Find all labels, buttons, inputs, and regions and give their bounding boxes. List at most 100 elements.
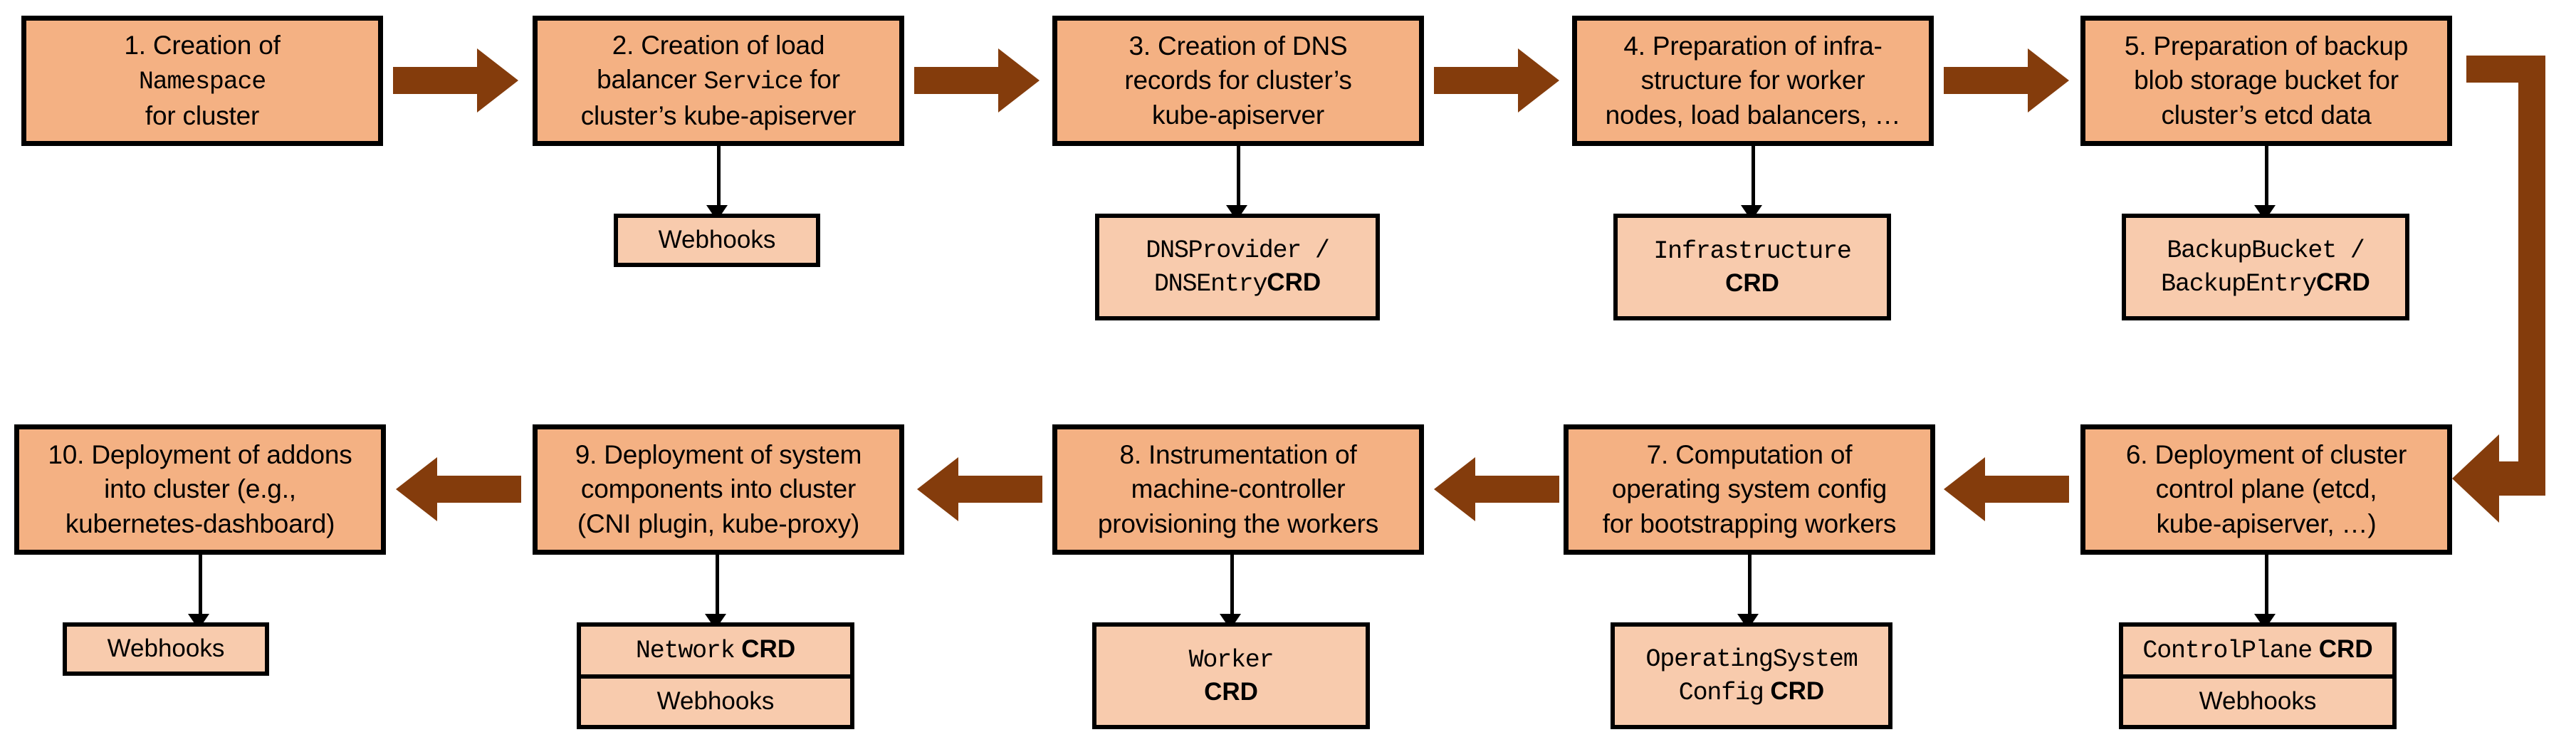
step-9-line-3: (CNI plugin, kube-proxy): [577, 508, 860, 538]
artifact-3-crd-text: DNSProvider / DNSEntryCRD: [1146, 234, 1330, 301]
step-box-3[interactable]: 3. Creation of DNS records for cluster’s…: [1052, 16, 1424, 146]
step-5-line-1: 5. Preparation of backup: [2124, 31, 2409, 61]
artifact-row-infrastructure-crd: Infrastructure CRD: [1618, 218, 1887, 316]
step-1-line-2: Namespace: [138, 68, 266, 97]
step-box-9[interactable]: 9. Deployment of system components into …: [533, 424, 904, 555]
artifact-box-webhooks-2[interactable]: Webhooks: [614, 214, 820, 267]
step-box-8[interactable]: 8. Instrumentation of machine-controller…: [1052, 424, 1424, 555]
artifact-row-worker-crd: Worker CRD: [1096, 627, 1366, 725]
artifact-box-osc-crd[interactable]: OperatingSystem Config CRD: [1611, 622, 1892, 729]
connector-step2-to-webhooks: [717, 146, 721, 210]
step-box-7[interactable]: 7. Computation of operating system confi…: [1564, 424, 1935, 555]
artifact-5-line-1: BackupBucket /: [2167, 236, 2365, 266]
connector-step8-to-crd: [1230, 555, 1234, 619]
step-7-line-1: 7. Computation of: [1646, 440, 1853, 470]
artifact-7-line-2: Config: [1678, 679, 1764, 707]
step-4-line-1: 4. Preparation of infra-: [1623, 31, 1883, 61]
step-2-line-3: cluster’s kube-apiserver: [580, 100, 857, 130]
artifact-6-webhooks-label: Webhooks: [2199, 687, 2317, 716]
step-10-text: 10. Deployment of addons into cluster (e…: [42, 438, 357, 540]
step-box-5[interactable]: 5. Preparation of backup blob storage bu…: [2080, 16, 2452, 146]
step-7-line-3: for bootstrapping workers: [1602, 508, 1897, 538]
artifact-6-crd-text: ControlPlane CRD: [2142, 634, 2372, 667]
artifact-box-webhooks-10[interactable]: Webhooks: [63, 622, 269, 676]
artifact-9-crd-tag: CRD: [741, 635, 796, 664]
step-box-10[interactable]: 10. Deployment of addons into cluster (e…: [14, 424, 386, 555]
step-box-4[interactable]: 4. Preparation of infra- structure for w…: [1572, 16, 1934, 146]
connector-step4-to-crd: [1752, 146, 1755, 210]
artifact-row-controlplane-webhooks: Webhooks: [2123, 674, 2392, 725]
step-2-line-2c: for: [802, 65, 840, 95]
step-1-line-1: 1. Creation of: [124, 31, 281, 61]
connector-step6-to-artifacts: [2265, 555, 2268, 619]
artifact-9-webhooks-label: Webhooks: [656, 687, 775, 716]
step-3-text: 3. Creation of DNS records for cluster’s…: [1119, 29, 1357, 132]
artifact-4-crd-tag: CRD: [1725, 269, 1779, 297]
connector-step7-to-crd: [1748, 555, 1752, 619]
flow-arrow-4-to-5: [1944, 48, 2069, 113]
connector-step9-to-artifacts: [716, 555, 719, 619]
artifact-7-crd-tag: CRD: [1770, 677, 1825, 705]
step-8-line-2: machine-controller: [1131, 474, 1346, 504]
artifact-7-crd-text: OperatingSystem Config CRD: [1645, 642, 1858, 709]
step-7-line-2: operating system config: [1611, 474, 1888, 504]
step-3-line-3: kube-apiserver: [1152, 100, 1324, 130]
artifact-box-dns-crd[interactable]: DNSProvider / DNSEntryCRD: [1095, 214, 1380, 320]
artifact-9-crd-text: Network CRD: [636, 634, 795, 667]
step-4-text: 4. Preparation of infra- structure for w…: [1600, 29, 1907, 132]
step-box-1[interactable]: 1. Creation of Namespace for cluster: [21, 16, 383, 146]
flow-arrow-2-to-3: [914, 48, 1040, 113]
artifact-row-backup-crd: BackupBucket / BackupEntryCRD: [2126, 218, 2405, 316]
artifact-3-crd-tag: CRD: [1267, 268, 1321, 296]
artifact-box-controlplane[interactable]: ControlPlane CRD Webhooks: [2119, 622, 2397, 729]
artifact-4-line-1: Infrastructure: [1653, 237, 1851, 266]
artifact-8-crd-tag: CRD: [1204, 678, 1258, 706]
artifact-4-crd-text: Infrastructure CRD: [1653, 234, 1851, 300]
step-1-text: 1. Creation of Namespace for cluster: [118, 28, 286, 133]
step-2-line-2a: balancer: [597, 65, 704, 95]
artifact-row-controlplane-crd: ControlPlane CRD: [2123, 627, 2392, 674]
step-box-6[interactable]: 6. Deployment of cluster control plane (…: [2080, 424, 2452, 555]
connector-step10-to-webhooks: [199, 555, 202, 619]
step-3-line-1: 3. Creation of DNS: [1129, 31, 1348, 61]
artifact-3-line-2: DNSEntry: [1153, 270, 1268, 298]
artifact-5-crd-tag: CRD: [2316, 268, 2370, 296]
step-4-line-3: nodes, load balancers, …: [1605, 100, 1901, 130]
flow-arrow-7-to-8: [1434, 457, 1559, 521]
step-6-line-1: 6. Deployment of cluster: [2125, 440, 2407, 470]
artifact-10-webhooks-label: Webhooks: [107, 634, 225, 663]
connector-step5-to-crd: [2265, 146, 2268, 210]
artifact-box-infrastructure-crd[interactable]: Infrastructure CRD: [1613, 214, 1891, 320]
artifact-6-mono: ControlPlane: [2142, 637, 2313, 666]
artifact-9-mono: Network: [635, 637, 735, 666]
step-1-line-3: for cluster: [145, 100, 260, 130]
artifact-row-webhooks: Webhooks: [618, 218, 816, 263]
artifact-8-line-1: Worker: [1188, 646, 1274, 675]
flow-arrow-3-to-4: [1434, 48, 1559, 113]
artifact-7-line-1: OperatingSystem: [1645, 645, 1858, 674]
flow-arrow-5-to-6-elbow: [2452, 56, 2576, 540]
step-10-line-3: kubernetes-dashboard): [65, 508, 335, 538]
artifact-box-worker-crd[interactable]: Worker CRD: [1092, 622, 1370, 729]
artifact-row-network-webhooks: Webhooks: [581, 674, 850, 725]
flow-arrow-8-to-9: [917, 457, 1042, 521]
step-2-service-type: Service: [703, 68, 804, 97]
step-6-line-2: control plane (etcd,: [2155, 474, 2377, 504]
artifact-5-crd-text: BackupBucket / BackupEntryCRD: [2161, 234, 2370, 301]
step-6-line-3: kube-apiserver, …): [2156, 508, 2377, 538]
step-9-line-1: 9. Deployment of system: [575, 440, 862, 470]
step-8-line-3: provisioning the workers: [1097, 508, 1379, 538]
step-5-line-3: cluster’s etcd data: [2161, 100, 2372, 130]
artifact-box-backup-crd[interactable]: BackupBucket / BackupEntryCRD: [2122, 214, 2409, 320]
step-2-line-1: 2. Creation of load: [612, 31, 825, 61]
connector-step3-to-crd: [1237, 146, 1240, 210]
artifact-row-network-crd: Network CRD: [581, 627, 850, 674]
flow-arrow-6-to-7: [1944, 457, 2069, 521]
artifact-box-network[interactable]: Network CRD Webhooks: [577, 622, 854, 729]
step-9-text: 9. Deployment of system components into …: [570, 438, 868, 540]
step-3-line-2: records for cluster’s: [1124, 66, 1352, 95]
artifact-row-osc-crd: OperatingSystem Config CRD: [1615, 627, 1888, 725]
step-4-line-2: structure for worker: [1640, 66, 1865, 95]
step-box-2[interactable]: 2. Creation of load balancer Service for…: [533, 16, 904, 146]
